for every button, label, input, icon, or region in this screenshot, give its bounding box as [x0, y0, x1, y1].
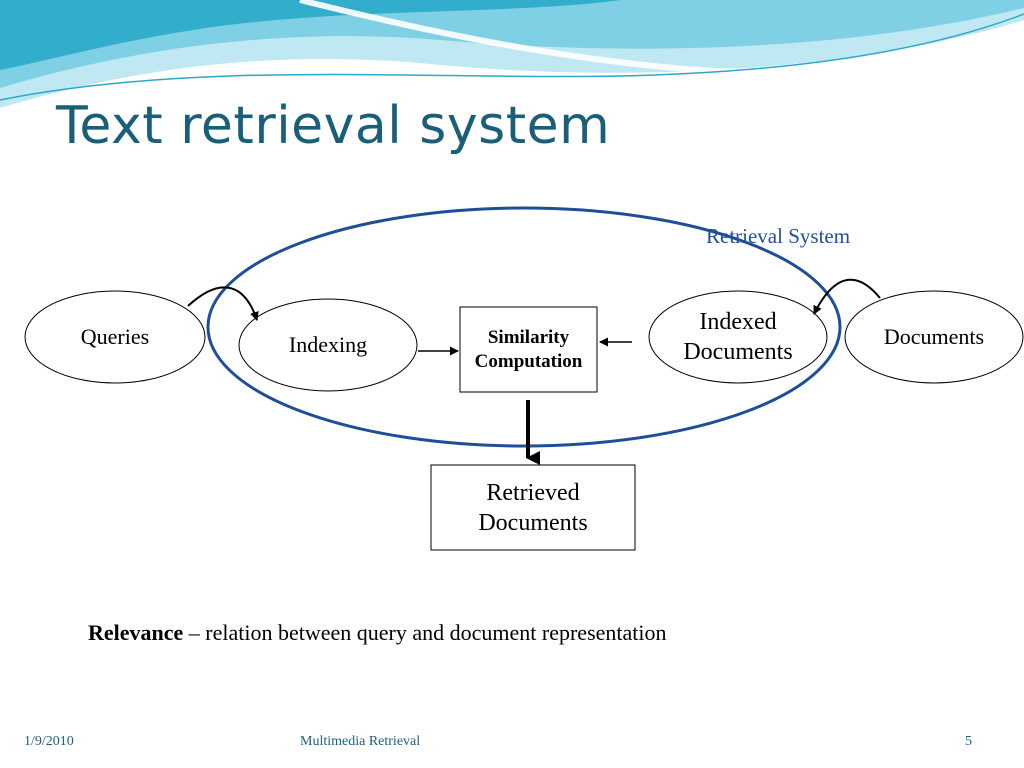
similarity-label-line1: Similarity	[487, 326, 570, 348]
retrieved-label-line1: Retrieved	[486, 479, 580, 506]
documents-node: Documents	[845, 291, 1023, 383]
relevance-term: Relevance	[88, 620, 184, 645]
indexing-node: Indexing	[239, 299, 417, 391]
documents-node-shape	[844, 290, 1024, 384]
relevance-definition: Relevance – relation between query and d…	[88, 620, 667, 646]
similarity-computation-node: Similarity Computation	[455, 307, 602, 392]
queries-to-indexing-arrow	[187, 286, 259, 321]
retrieval-system-label: Retrieval System	[706, 224, 851, 248]
retrieval-system-boundary	[206, 206, 842, 448]
indexed-documents-node-shape	[648, 290, 828, 384]
indexed-documents-node: Indexed Documents	[649, 291, 827, 383]
footer-course: Multimedia Retrieval	[300, 734, 421, 749]
queries-node-shape	[24, 290, 206, 384]
footer-page-number: 5	[965, 734, 972, 749]
slide-title: Text retrieval system	[56, 96, 611, 156]
similarity-label-line2: Computation	[474, 350, 583, 372]
retrieved-label-line2: Documents	[478, 509, 588, 536]
indexing-label: Indexing	[288, 332, 368, 358]
indexed-label-line2: Documents	[683, 339, 793, 365]
header-wave-decoration	[0, 0, 1024, 108]
retrieved-documents-node: Retrieved Documents	[431, 465, 635, 550]
retrieved-documents-node-shape	[430, 464, 636, 551]
documents-label: Documents	[883, 324, 985, 350]
similarity-node-shape	[459, 306, 598, 393]
relevance-text: – relation between query and document re…	[183, 620, 667, 645]
footer-date: 1/9/2010	[24, 734, 74, 749]
indexed-label-line1: Indexed	[699, 309, 777, 335]
indexing-node-shape	[238, 298, 418, 392]
documents-to-indexed-arrow	[813, 278, 881, 315]
queries-label: Queries	[80, 324, 150, 350]
queries-node: Queries	[25, 291, 205, 383]
